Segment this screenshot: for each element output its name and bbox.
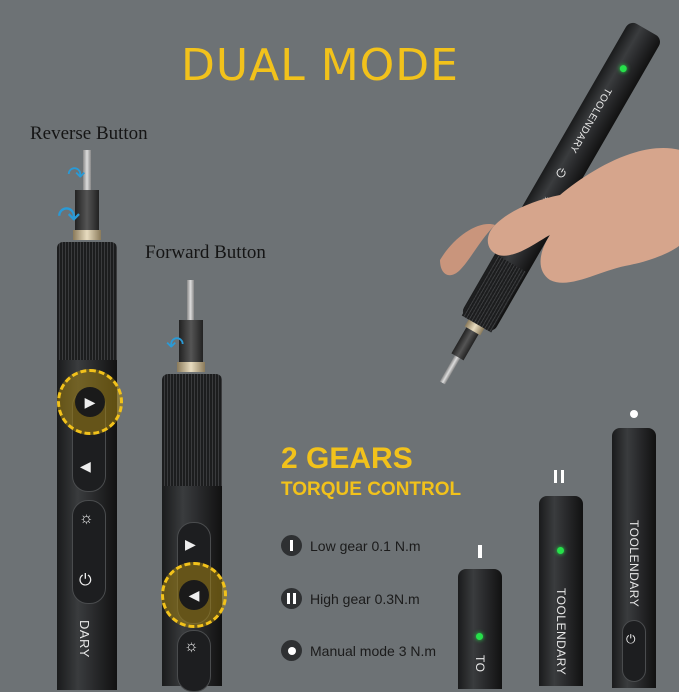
button-group	[72, 500, 106, 604]
screwdriver-bit	[187, 280, 194, 320]
status-led	[476, 633, 483, 640]
hand	[440, 140, 679, 310]
button-group	[622, 620, 646, 682]
gear-pen-manual: TOOLENDARY ⏻	[612, 410, 657, 688]
rotation-arrow-icon: ↷	[57, 201, 81, 232]
double-bar-icon	[281, 588, 302, 609]
gears-subtitle: TORQUE CONTROL	[281, 479, 462, 500]
brand-text: TOOLENDARY	[627, 520, 641, 608]
dot-icon	[630, 410, 638, 418]
pen-body	[458, 569, 502, 689]
single-bar-icon	[478, 545, 482, 558]
play-forward-icon: ▶	[75, 387, 105, 417]
reverse-button-highlight[interactable]: ▶	[57, 369, 123, 435]
gear-mode-label: High gear 0.3N.m	[310, 590, 420, 607]
screwdriver-bit	[83, 150, 91, 190]
dot-icon	[281, 640, 302, 661]
power-icon[interactable]: ⏻	[626, 632, 636, 646]
chuck	[75, 190, 99, 232]
status-led	[557, 547, 564, 554]
rotation-arrow-icon: ↶	[166, 332, 185, 357]
play-back-icon: ◀	[179, 580, 209, 610]
light-icon[interactable]: ☼	[184, 638, 199, 655]
double-bar-icon	[554, 470, 564, 483]
gears-title: 2 GEARS	[281, 442, 413, 475]
gear-mode-label: Low gear 0.1 N.m	[310, 537, 421, 554]
gear-mode-high: High gear 0.3N.m	[281, 588, 420, 609]
page-title: DUAL MODE	[181, 40, 459, 91]
screwdriver-left: ↷ ↷ ▶ ◀ ☼ ⏻ DARY	[55, 150, 123, 690]
gear-mode-manual: Manual mode 3 N.m	[281, 640, 436, 661]
play-forward-icon[interactable]: ▶	[185, 536, 196, 552]
collar	[177, 362, 205, 372]
chuck	[179, 320, 203, 362]
screwdriver-middle: ↶ ▶ ◀ ☼	[160, 280, 227, 692]
power-icon[interactable]: ⏻	[79, 572, 92, 589]
single-bar-icon	[281, 535, 302, 556]
pen-body	[539, 496, 583, 686]
light-icon[interactable]: ☼	[79, 510, 94, 527]
knurled-grip	[57, 242, 117, 360]
gear-pen-low: TO	[458, 545, 503, 689]
rotation-arrow-icon: ↷	[67, 162, 86, 187]
forward-button-label: Forward Button	[145, 242, 266, 263]
knurled-grip	[162, 374, 222, 486]
gear-pen-high: TOOLENDARY	[539, 470, 584, 686]
forward-button-highlight[interactable]: ◀	[161, 562, 227, 628]
brand-text: DARY	[77, 620, 92, 658]
brand-text: TOOLENDARY	[554, 588, 568, 676]
play-back-icon[interactable]: ◀	[80, 458, 91, 474]
reverse-button-label: Reverse Button	[30, 123, 148, 144]
brand-text: TO	[473, 655, 487, 673]
screwdriver-bit	[439, 355, 461, 385]
collar	[73, 230, 101, 240]
gear-mode-label: Manual mode 3 N.m	[310, 642, 437, 659]
gear-mode-low: Low gear 0.1 N.m	[281, 535, 421, 556]
